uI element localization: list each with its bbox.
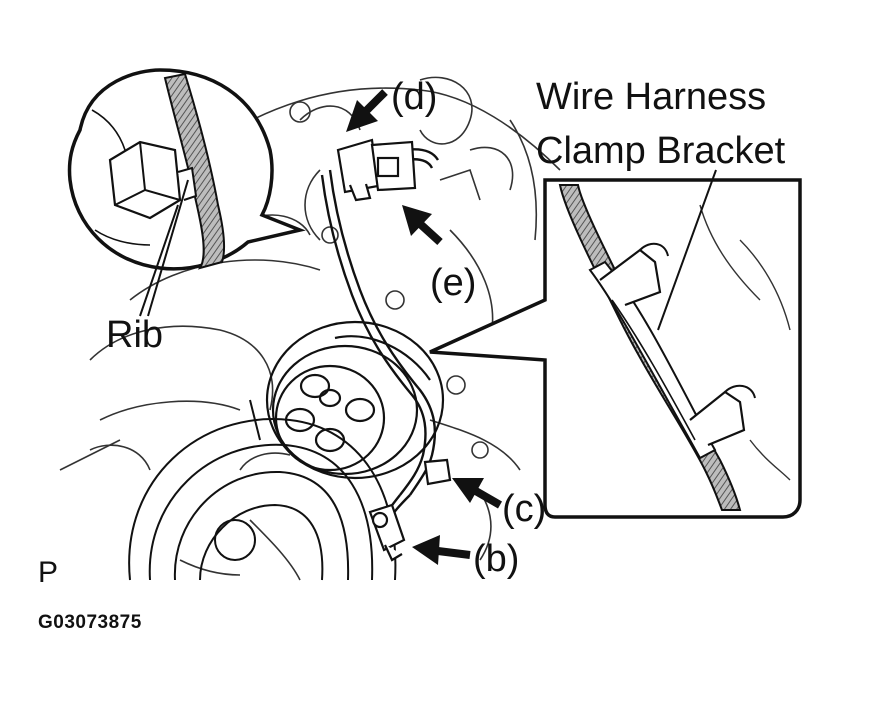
view-mark: P xyxy=(38,556,59,589)
connector-b xyxy=(368,503,406,562)
arrow-c xyxy=(452,478,502,509)
connector-de xyxy=(336,138,417,202)
rib-leader-lines xyxy=(139,179,189,317)
idler-pulley xyxy=(265,320,445,480)
bracket-leader-line xyxy=(657,169,717,331)
arrow-e xyxy=(402,205,443,245)
crankshaft-pulley xyxy=(128,399,397,581)
rib-inset xyxy=(67,68,306,271)
clamp-c xyxy=(423,458,452,486)
arrow-d xyxy=(346,89,388,132)
label-harness-line1: Wire Harness xyxy=(536,76,767,118)
label-rib: Rib xyxy=(106,314,164,356)
label-b: (b) xyxy=(473,538,520,580)
label-d: (d) xyxy=(391,76,438,118)
bracket-inset xyxy=(429,178,802,519)
figure-code: G03073875 xyxy=(38,612,142,633)
engine-background-lines xyxy=(59,76,561,581)
label-c: (c) xyxy=(502,488,547,530)
label-harness-line2: Clamp Bracket xyxy=(536,130,786,172)
label-e: (e) xyxy=(430,262,477,304)
arrow-b xyxy=(412,535,471,565)
